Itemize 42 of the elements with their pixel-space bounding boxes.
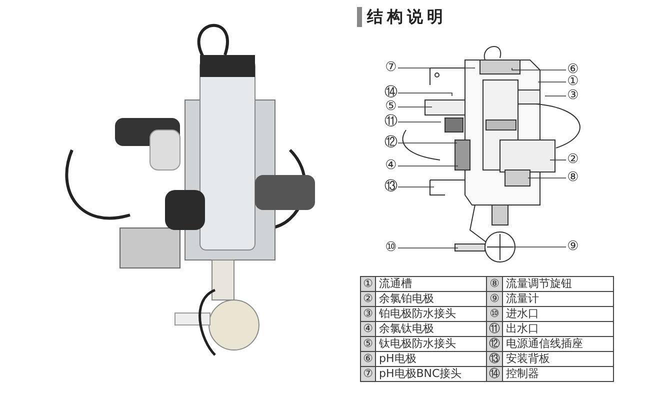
part-number-cell: ③	[360, 306, 376, 322]
part-name-cell: 铂电极防水接头	[376, 306, 486, 322]
leader-line	[512, 68, 566, 70]
part-name-cell: 余氯铂电极	[376, 292, 486, 306]
leader-line	[398, 92, 452, 96]
callout-number: ⑩	[384, 241, 398, 255]
callout-number: ⑫	[384, 136, 398, 150]
callout-number: ⑤	[384, 100, 398, 114]
part-name-cell: 流通槽	[376, 276, 486, 292]
part-name-cell: 出水口	[502, 322, 614, 336]
callout-number: ⑧	[566, 171, 580, 185]
callout-number: ③	[566, 89, 580, 103]
part-name-cell: pH电极BNC接头	[376, 366, 486, 382]
part-name-cell: 进水口	[502, 306, 614, 322]
part-name-cell: 余氯钛电极	[376, 322, 486, 336]
callout-number: ⑥	[566, 63, 580, 77]
leader-line	[398, 106, 432, 108]
callout-number: ⑭	[384, 86, 398, 100]
part-number-cell: ⑥	[360, 352, 376, 366]
part-name-cell: 流量计	[502, 292, 614, 306]
callout-number: ①	[566, 75, 580, 89]
part-name-cell: 安装背板	[502, 352, 614, 366]
part-name-cell: pH电极	[376, 352, 486, 366]
part-number-cell: ④	[360, 322, 376, 336]
callout-number: ⑨	[566, 240, 580, 254]
part-number-cell: ①	[360, 276, 376, 292]
title: 结构说明	[367, 7, 447, 28]
part-number-cell: ⑦	[360, 366, 376, 382]
callout-number: ②	[566, 153, 580, 167]
part-name-cell: 控制器	[502, 366, 614, 382]
part-number-cell: ⑤	[360, 336, 376, 352]
leader-line	[398, 142, 458, 144]
part-name-cell: 钛电极防水接头	[376, 336, 486, 352]
leader-line	[398, 186, 434, 188]
part-name-cell: 流量调节旋钮	[502, 276, 614, 292]
callout-number: ④	[384, 159, 398, 173]
callout-number: ⑦	[384, 61, 398, 75]
part-number-cell: ⑧	[486, 276, 502, 292]
callout-number: ⑬	[384, 180, 398, 194]
part-number-cell: ②	[360, 292, 376, 306]
part-name-cell: 电源通信线插座	[502, 336, 614, 352]
callout-number: ⑪	[384, 115, 398, 129]
